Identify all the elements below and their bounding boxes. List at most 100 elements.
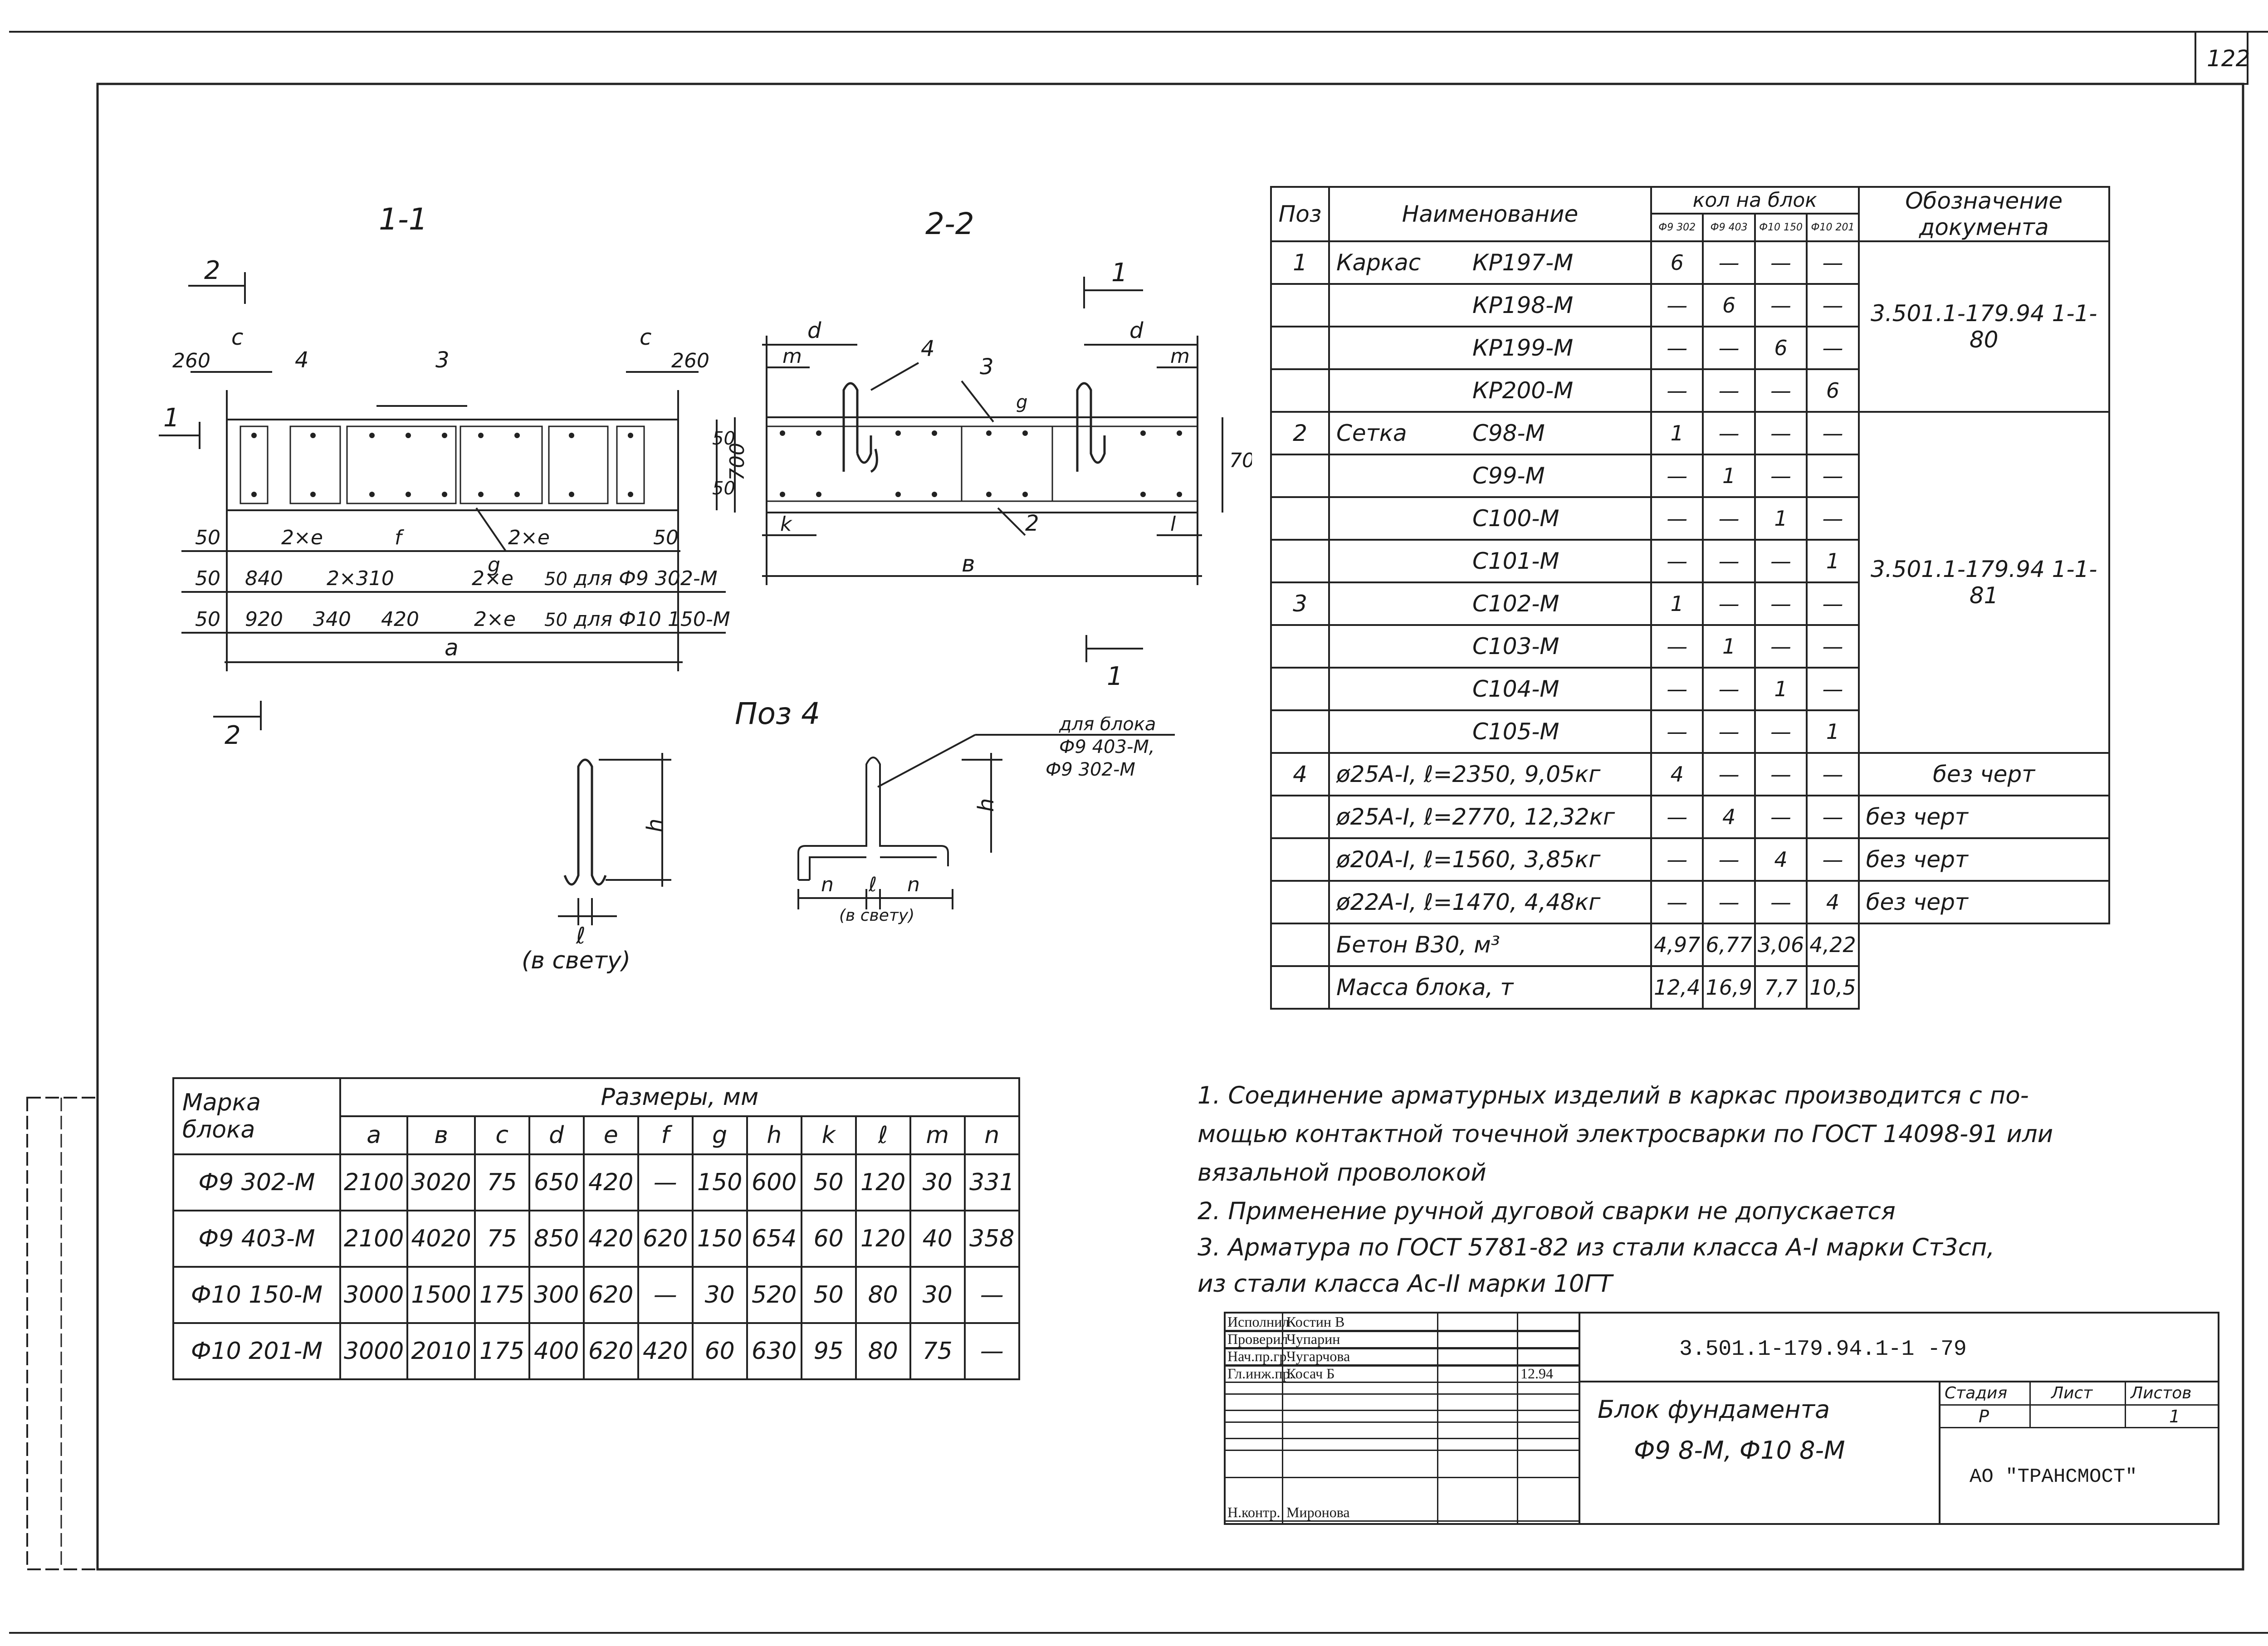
dims-cell: 75 bbox=[474, 1153, 530, 1211]
spec-item-mark: С99-М bbox=[1472, 463, 1545, 489]
dims-cell: 300 bbox=[528, 1266, 585, 1324]
spec-cell-qty: 6,77 bbox=[1702, 923, 1756, 967]
spec-cell-name: С99-М bbox=[1328, 454, 1652, 498]
cut-label-2-top: 2 bbox=[204, 256, 220, 285]
dims-cell: 520 bbox=[746, 1266, 802, 1324]
spec-cell-qty: — bbox=[1754, 880, 1808, 924]
poz4-note-1: для блока bbox=[1059, 717, 1156, 735]
dim-height-700-22: 700 bbox=[1229, 449, 1252, 472]
sheet-number: 122 bbox=[2207, 45, 2250, 72]
spec-cell-qty: — bbox=[1806, 411, 1860, 455]
dim-pos-3: 3 bbox=[435, 347, 450, 373]
spec-cell-pos bbox=[1270, 667, 1330, 711]
spec-cell-qty: 4 bbox=[1754, 837, 1808, 882]
spec-cell-qty: — bbox=[1702, 752, 1756, 796]
spec-name-text: Сетка bbox=[1336, 420, 1407, 446]
dim-row2-2e: 2×e bbox=[472, 567, 513, 590]
spec-cell-pos bbox=[1270, 624, 1330, 669]
dim-row2-50b: 50 bbox=[544, 569, 567, 590]
tb-vdiv bbox=[2125, 1381, 2126, 1428]
dim-d-left: d bbox=[807, 318, 821, 343]
spec-cell-name: С105-М bbox=[1328, 709, 1652, 754]
spec-name-text: ø20A-I, ℓ=1560, 3,85кг bbox=[1336, 846, 1601, 873]
spec-item-mark: С105-М bbox=[1472, 718, 1559, 745]
dims-cell: 150 bbox=[691, 1153, 748, 1211]
tb-row: Н.контр.Миронова bbox=[1226, 1504, 1579, 1522]
spec-cell-qty: — bbox=[1754, 368, 1808, 413]
spec-cell-pos bbox=[1270, 454, 1330, 498]
spec-cell-qty: 6 bbox=[1806, 368, 1860, 413]
tb-name: Чупарин bbox=[1286, 1331, 1340, 1347]
stage-head-listov: Листов bbox=[2131, 1384, 2192, 1402]
spec-cell-pos bbox=[1270, 326, 1330, 370]
spec-cell-qty: 1 bbox=[1754, 496, 1808, 541]
dims-cell: 75 bbox=[909, 1322, 966, 1380]
tb-vdiv bbox=[1579, 1314, 1580, 1525]
dims-cell: 620 bbox=[637, 1210, 694, 1268]
spec-row: КР198-М—6—— bbox=[1270, 283, 2109, 327]
dims-cell: — bbox=[963, 1322, 1020, 1380]
dims-cell-mark: Ф9 403-М bbox=[172, 1210, 341, 1268]
spec-cell-qty: — bbox=[1806, 837, 1860, 882]
dim-row1-2e-b: 2×e bbox=[508, 526, 550, 549]
dims-cell: 175 bbox=[474, 1266, 530, 1324]
spec-cell-qty: — bbox=[1702, 709, 1756, 754]
stage-head-list: Лист bbox=[2051, 1384, 2093, 1402]
spec-cell-qty: — bbox=[1650, 709, 1704, 754]
dims-cell: 600 bbox=[746, 1153, 802, 1211]
spec-sub-col: Ф9 403 bbox=[1702, 213, 1756, 242]
spec-cell-name: С101-М bbox=[1328, 539, 1652, 583]
spec-cell-qty: 1 bbox=[1702, 624, 1756, 669]
dim-row3-340: 340 bbox=[313, 608, 351, 631]
spec-sub-col: Ф10 150 bbox=[1754, 213, 1808, 242]
spec-cell-doc bbox=[1857, 923, 2109, 1009]
spec-cell-doc: без черт bbox=[1857, 752, 2110, 796]
spec-item-mark: С104-М bbox=[1472, 676, 1559, 702]
tb-role: Проверил bbox=[1227, 1331, 1288, 1347]
spec-cell-qty: — bbox=[1754, 795, 1808, 839]
spec-cell-name: КР200-М bbox=[1328, 368, 1652, 413]
spec-cell-qty: — bbox=[1650, 837, 1704, 882]
dim-row2-50: 50 bbox=[195, 567, 220, 590]
dims-cell: 80 bbox=[855, 1322, 911, 1380]
spec-cell-pos: 2 bbox=[1270, 411, 1330, 455]
spec-cell-name: С104-М bbox=[1328, 667, 1652, 711]
spec-header-name: Наименование bbox=[1328, 186, 1652, 242]
spec-item-mark: КР197-М bbox=[1472, 249, 1574, 276]
dims-cell: — bbox=[963, 1266, 1020, 1324]
spec-row: С101-М———1 bbox=[1270, 539, 2109, 583]
dim-row2-2x310: 2×310 bbox=[327, 567, 394, 590]
dims-cell: 75 bbox=[474, 1210, 530, 1268]
dims-col-header: f bbox=[637, 1115, 694, 1155]
section-title-poz4: Поз 4 bbox=[735, 696, 821, 731]
dim-row1-f: f bbox=[395, 526, 405, 549]
section-title-1-1: 1-1 bbox=[379, 202, 428, 237]
dims-cell: 420 bbox=[582, 1153, 639, 1211]
spec-row: ø25A-I, ℓ=2770, 12,32кг—4——без черт bbox=[1270, 795, 2110, 839]
dims-cell: 60 bbox=[800, 1210, 857, 1268]
dim-b-overall: в bbox=[962, 551, 975, 577]
dims-col-header: k bbox=[800, 1115, 857, 1155]
tb-vdiv bbox=[1282, 1314, 1283, 1525]
spec-cell-qty: — bbox=[1702, 880, 1756, 924]
spec-cell-qty: 4 bbox=[1806, 880, 1860, 924]
poz4-clear-label: (в свету) bbox=[522, 947, 631, 974]
dims-cell: 850 bbox=[528, 1210, 585, 1268]
dims-cell: 30 bbox=[909, 1153, 966, 1211]
dim-row1-50b: 50 bbox=[653, 526, 679, 549]
section-title-2-2: 2-2 bbox=[925, 206, 974, 241]
dims-cell: 120 bbox=[855, 1210, 911, 1268]
spec-item-mark: С100-М bbox=[1472, 505, 1559, 532]
dim-row3-2e: 2×e bbox=[474, 608, 516, 631]
sheets-value: 1 bbox=[2169, 1407, 2180, 1426]
tb-role: Исполнил bbox=[1227, 1314, 1290, 1330]
spec-cell-qty: — bbox=[1702, 411, 1756, 455]
spec-cell-qty: 1 bbox=[1650, 411, 1704, 455]
